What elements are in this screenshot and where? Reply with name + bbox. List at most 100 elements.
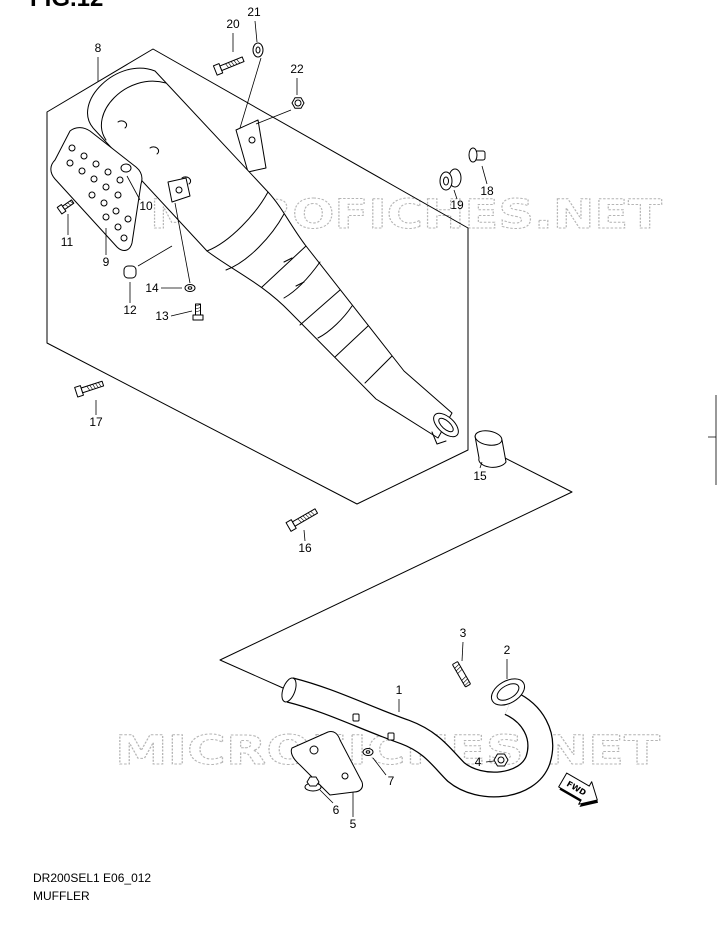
washer-14-shape	[184, 284, 196, 292]
part-11-bolt[interactable]	[56, 198, 75, 215]
upper-assembly-frame	[46, 48, 469, 505]
part-1-exhaust-pipe[interactable]	[279, 676, 554, 798]
part-19-grommet[interactable]	[439, 168, 462, 191]
muffler-cone-ribs	[261, 245, 393, 384]
nut-4-face	[497, 756, 505, 764]
callout-21: 21	[247, 5, 261, 19]
footer-model-code: DR200SEL1 E06_012	[33, 871, 151, 885]
callout-12: 12	[123, 303, 137, 317]
leader-3	[461, 641, 464, 662]
muffler-body-outline	[87, 67, 453, 439]
callout-5: 5	[350, 817, 357, 831]
callout-18: 18	[480, 184, 494, 198]
bolt-13-shank	[195, 303, 201, 316]
nut-4-hex	[493, 753, 509, 767]
heat-shield-outline	[50, 127, 143, 251]
grommet-19-hole	[443, 176, 449, 186]
leader-6	[319, 789, 334, 804]
callout-19: 19	[450, 198, 464, 212]
fwd-arrow: FWD	[558, 772, 599, 807]
washer-14-hole	[187, 286, 193, 290]
part-2-gasket[interactable]	[487, 673, 529, 710]
bolt-17-shank	[80, 380, 105, 394]
part-20-bolt[interactable]	[212, 55, 245, 76]
leader-13	[170, 310, 193, 317]
part-7-washer[interactable]	[362, 748, 374, 756]
nut-22-hex	[291, 97, 305, 109]
muffler-outlet-opening	[438, 417, 454, 433]
washer-7-shape	[362, 748, 374, 756]
part-14-washer[interactable]	[184, 284, 196, 292]
leader-18	[481, 165, 488, 185]
muffler-lower-bracket	[167, 177, 191, 203]
part-12-collar[interactable]	[123, 265, 137, 279]
leader-lines	[67, 20, 508, 817]
part-21-washer[interactable]	[252, 42, 264, 58]
callout-22: 22	[290, 62, 304, 76]
washer-21-hole	[255, 46, 261, 54]
callout-8: 8	[95, 41, 102, 55]
part-18-collar-bolt[interactable]	[468, 147, 486, 163]
callout-3: 3	[460, 626, 467, 640]
exhaust-pipe-stud-left	[352, 713, 360, 722]
gasket-2-outer	[490, 678, 526, 706]
muffler-stamped-slots	[117, 120, 305, 287]
gasket-2-inner	[496, 683, 520, 701]
leader-16	[303, 529, 306, 542]
callout-13: 13	[155, 309, 169, 323]
footer-title: MUFFLER	[33, 889, 90, 903]
figure-label: FIG.12	[30, 0, 103, 12]
part-16-bolt[interactable]	[285, 507, 319, 532]
leader-12	[129, 245, 173, 303]
leader-21	[239, 20, 262, 129]
collar-12-shape	[123, 265, 137, 279]
heat-shield-perforations	[66, 144, 132, 242]
part-8-muffler[interactable]	[87, 67, 463, 445]
part-9-heat-shield[interactable]	[50, 127, 143, 251]
callout-16: 16	[298, 541, 312, 555]
stud-3-shank	[452, 661, 471, 688]
part-3-stud-bolt[interactable]	[452, 661, 471, 688]
callout-4: 4	[475, 755, 482, 769]
muffler-upper-bracket	[235, 119, 267, 173]
watermark-group: MICROFICHES.NET MICROFICHES.NET	[115, 192, 664, 775]
part-15-cylinder[interactable]	[474, 429, 507, 468]
exhaust-pipe-outlet-end	[281, 677, 297, 703]
bolt-11-shank	[61, 199, 75, 210]
callout-15: 15	[473, 469, 487, 483]
muffler-outlet-tab	[431, 431, 447, 445]
part-10-grommet[interactable]	[120, 163, 132, 173]
callout-14: 14	[145, 281, 159, 295]
part-13-bolt[interactable]	[192, 303, 204, 321]
bolt-13-head	[192, 314, 204, 321]
callout-20: 20	[226, 17, 240, 31]
part-17-bolt[interactable]	[74, 379, 105, 398]
bolt-13-threads	[195, 304, 201, 313]
part-6-nut[interactable]	[304, 776, 322, 792]
callout-2: 2	[504, 643, 511, 657]
leader-15	[479, 461, 483, 469]
bolt-20-threads	[225, 59, 241, 68]
muffler-canister-band	[206, 191, 269, 252]
part-4-nut[interactable]	[493, 753, 509, 767]
callout-numbers: 20 21 8 22 18 19 10 11 9 14 12 13 17 15 …	[61, 5, 511, 831]
bolt-20-shank	[219, 56, 245, 72]
washer-7-hole	[365, 750, 371, 754]
callout-17: 17	[89, 415, 103, 429]
callout-7: 7	[388, 774, 395, 788]
leader-19	[453, 189, 458, 200]
bolt-16-threads	[297, 511, 315, 523]
part-22-nut[interactable]	[291, 97, 305, 109]
leader-22	[255, 78, 298, 125]
muffler-end-cap-seam	[100, 80, 167, 141]
bracket-5-hole-lower	[341, 772, 349, 780]
bolt-11-threads	[64, 200, 74, 208]
part-5-bracket[interactable]	[290, 731, 363, 796]
collar-18-flange	[468, 147, 478, 163]
callout-11: 11	[61, 235, 74, 249]
bolt-17-threads	[86, 382, 102, 391]
grommet-10-shape	[120, 163, 132, 173]
callout-6: 6	[333, 803, 340, 817]
grommet-19-front	[439, 171, 453, 191]
